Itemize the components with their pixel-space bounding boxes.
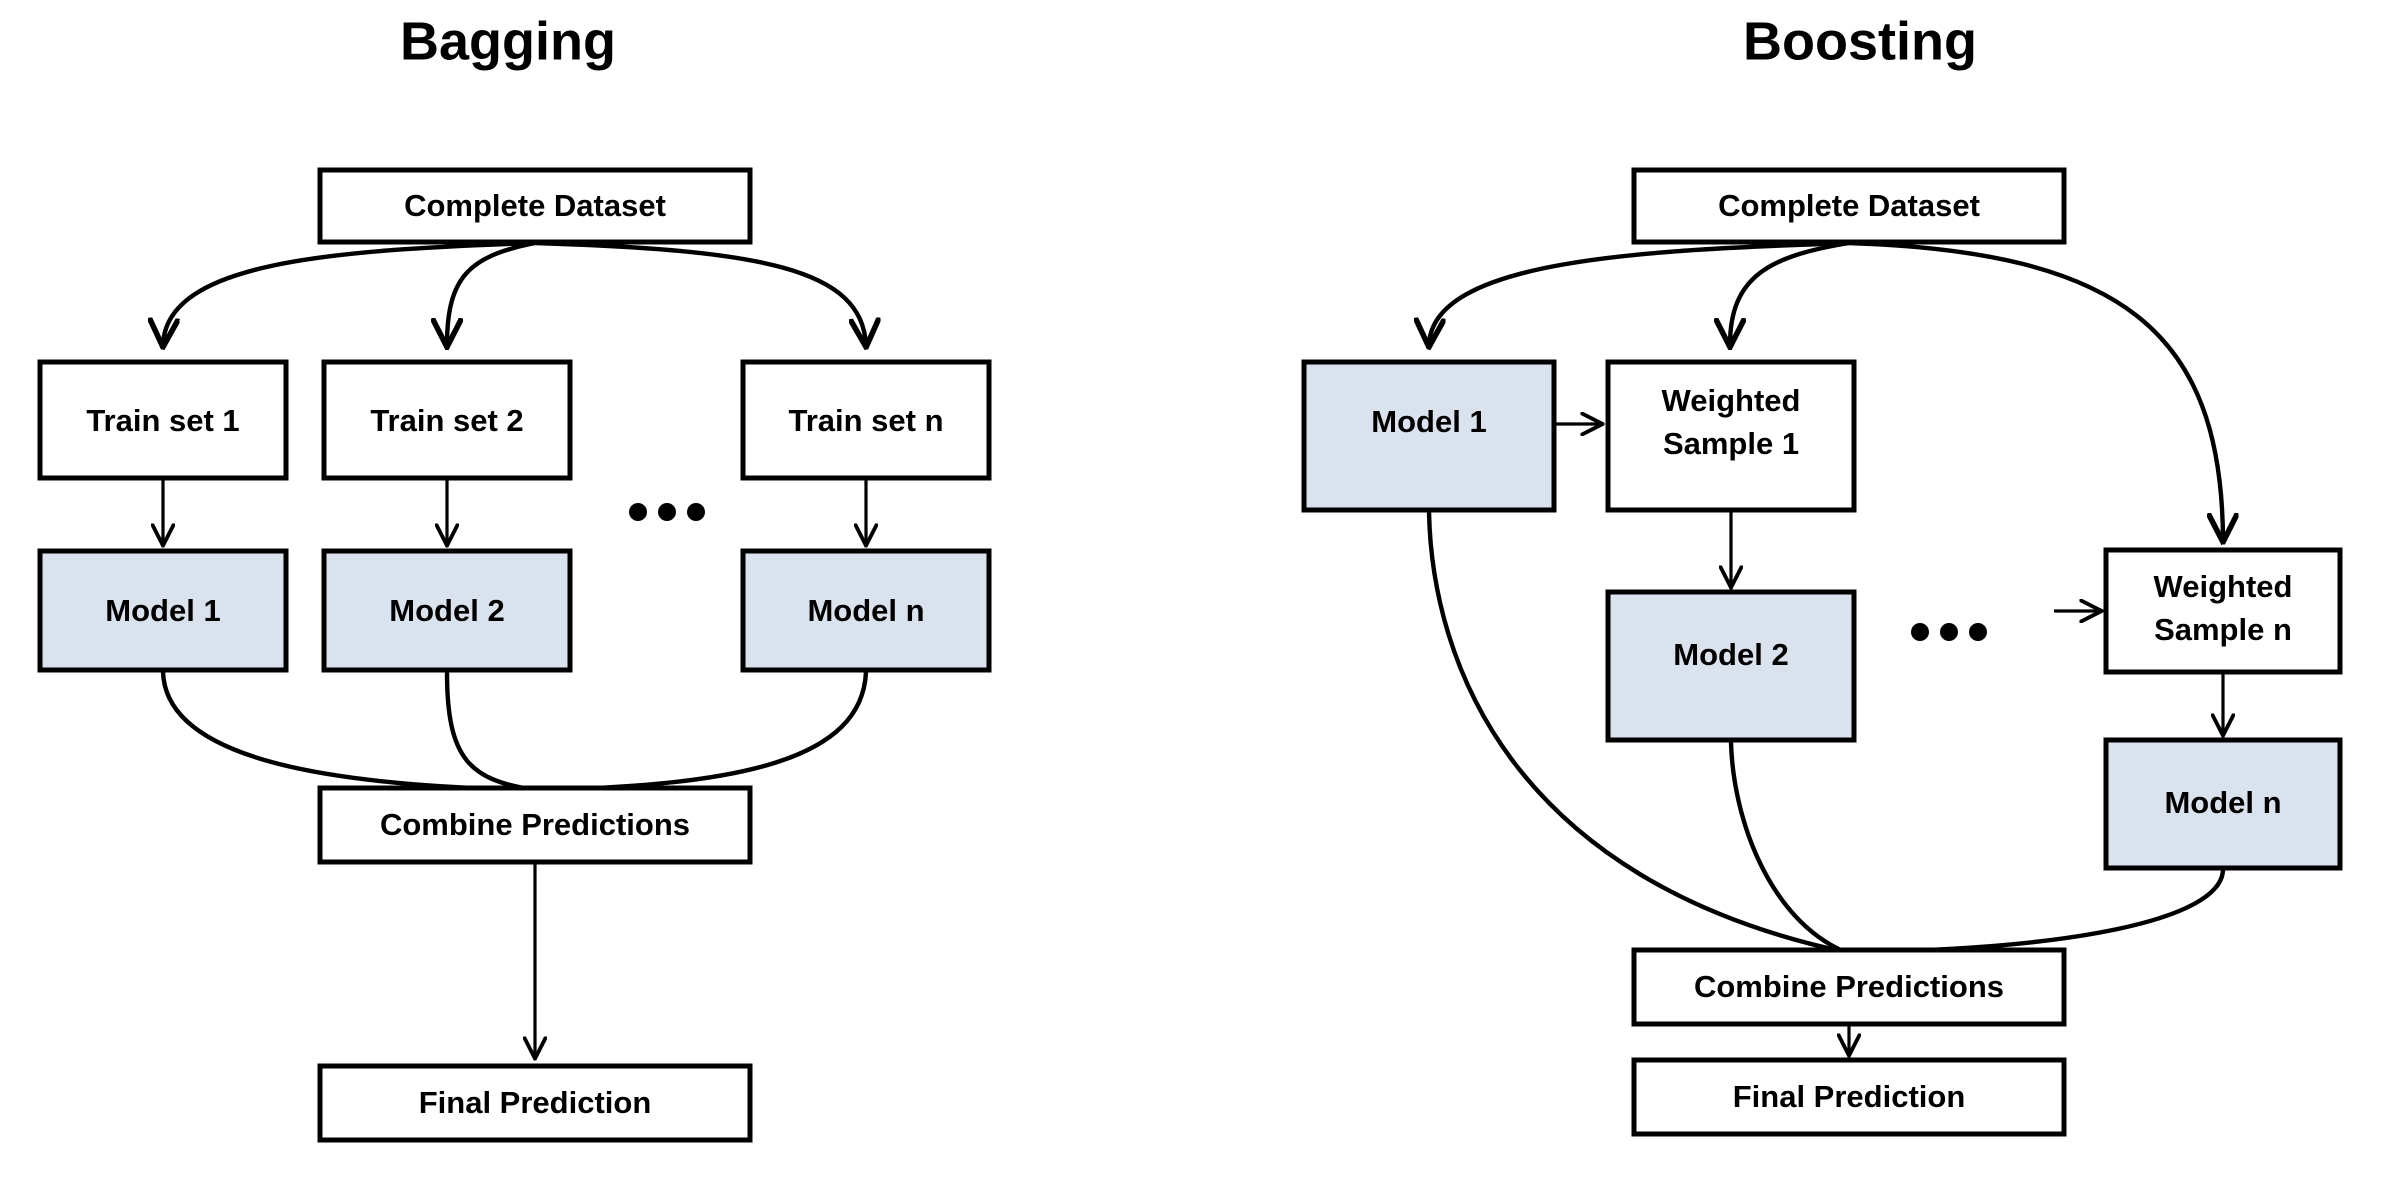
bagging-model-2-box — [321, 548, 573, 673]
bagging-combine-predictions-box — [317, 785, 753, 865]
boosting-node-final-prediction: Final Prediction — [1631, 1057, 2067, 1137]
boosting-node-model-2: Model 2 — [1605, 589, 1857, 743]
boosting-complete-dataset-label: Complete Dataset — [1718, 188, 1980, 223]
boosting-model-n-box — [2103, 737, 2343, 871]
bagging-train-set-1-label: Train set 1 — [86, 403, 239, 438]
bagging-edge-modeln-to-combine — [534, 671, 869, 793]
bagging-train-set-n-label: Train set n — [788, 403, 943, 438]
boosting-model-1-label: Model 1 — [1371, 404, 1486, 439]
boosting-combine-predictions-box — [1631, 947, 2067, 1027]
boosting-model-2-box — [1605, 589, 1857, 743]
bagging-node-combine-predictions: Combine Predictions — [317, 785, 753, 865]
bagging-node-model-2: Model 2 — [321, 548, 573, 673]
boosting-combine-predictions-label: Combine Predictions — [1694, 969, 2004, 1004]
boosting-weighted-sample-n-box — [2103, 547, 2343, 675]
bagging-train-set-2-label: Train set 2 — [370, 403, 523, 438]
bagging-model-2-label: Model 2 — [389, 593, 504, 628]
boosting-model-1-box — [1301, 359, 1557, 513]
bagging-node-train-set-2: Train set 2 — [321, 359, 573, 481]
bagging-model-n-label: Model n — [807, 593, 924, 628]
boosting-edge-model1-to-combine — [1426, 511, 1846, 955]
bagging-final-prediction-box — [317, 1063, 753, 1143]
boosting-weighted-sample-1-label-line1: Weighted — [1662, 383, 1801, 418]
boosting-node-model-n: Model n — [2103, 737, 2343, 871]
boosting-ellipsis — [1911, 623, 1987, 641]
bagging-node-train-set-1: Train set 1 — [37, 359, 289, 481]
bagging-combine-predictions-label: Combine Predictions — [380, 807, 690, 842]
boosting-weighted-sample-1-label-line2: Sample 1 — [1663, 426, 1799, 461]
bagging-node-final-prediction: Final Prediction — [317, 1063, 753, 1143]
boosting-final-prediction-box — [1631, 1057, 2067, 1137]
bagging-edge-dataset-to-trainsetn — [534, 240, 866, 345]
boosting-edge-dataset-to-weighted-sample-n — [1848, 240, 2223, 540]
boosting-final-prediction-label: Final Prediction — [1733, 1079, 1966, 1114]
boosting-node-combine-predictions: Combine Predictions — [1631, 947, 2067, 1027]
bagging-train-set-n-box — [740, 359, 992, 481]
bagging-train-set-1-box — [37, 359, 289, 481]
bagging-ellipsis — [629, 503, 705, 521]
bagging-final-prediction-label: Final Prediction — [419, 1085, 652, 1120]
bagging-node-model-1: Model 1 — [37, 548, 289, 673]
bagging-train-set-2-box — [321, 359, 573, 481]
bagging-node-model-n: Model n — [740, 548, 992, 673]
boosting-edge-modeln-to-combine — [1844, 869, 2226, 955]
bagging-title: Bagging — [400, 11, 616, 71]
boosting-node-model-1: Model 1 — [1301, 359, 1557, 513]
boosting-weighted-sample-n-label-line2: Sample n — [2154, 612, 2292, 647]
boosting-node-weighted-sample-1: Weighted Sample 1 — [1605, 359, 1857, 513]
boosting-node-weighted-sample-n: Weighted Sample n — [2103, 547, 2343, 675]
bagging-node-complete-dataset: Complete Dataset — [317, 167, 753, 245]
boosting-weighted-sample-n-label-line1: Weighted — [2154, 569, 2293, 604]
boosting-model-n-label: Model n — [2164, 785, 2281, 820]
bagging-model-1-label: Model 1 — [105, 593, 220, 628]
bagging-edge-dataset-to-trainset1 — [163, 240, 536, 345]
boosting-title: Boosting — [1743, 11, 1977, 71]
bagging-model-n-box — [740, 548, 992, 673]
boosting-node-complete-dataset: Complete Dataset — [1631, 167, 2067, 245]
bagging-node-train-set-n: Train set n — [740, 359, 992, 481]
boosting-edge-dataset-to-model1 — [1429, 240, 1850, 345]
boosting-complete-dataset-box — [1631, 167, 2067, 245]
boosting-edge-dataset-to-weighted-sample-1 — [1730, 240, 1850, 345]
boosting-edge-model2-to-combine — [1728, 741, 1846, 955]
bagging-model-1-box — [37, 548, 289, 673]
bagging-complete-dataset-label: Complete Dataset — [404, 188, 666, 223]
boosting-model-2-label: Model 2 — [1673, 637, 1788, 672]
bagging-complete-dataset-box — [317, 167, 753, 245]
boosting-weighted-sample-1-box — [1605, 359, 1857, 513]
bagging-edge-dataset-to-trainset2 — [447, 240, 536, 345]
bagging-edge-model2-to-combine — [444, 671, 536, 793]
